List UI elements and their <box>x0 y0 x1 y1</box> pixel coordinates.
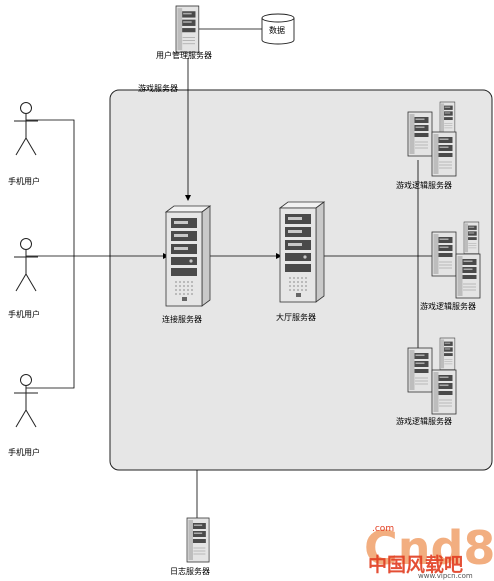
server-icon <box>463 221 480 255</box>
server-icon <box>439 101 456 135</box>
server-icon <box>407 347 433 393</box>
database-icon <box>261 13 295 45</box>
logic-server-3-label: 游戏逻辑服务器 <box>396 416 452 426</box>
server-icon <box>431 231 457 277</box>
mobile-user-3-icon <box>13 374 39 428</box>
game-cluster-label: 游戏服务器 <box>138 83 178 93</box>
watermark-cn-text: 中国风载吧 <box>368 553 463 576</box>
server-icon <box>455 253 481 299</box>
mobile-user-2-label: 手机用户 <box>8 309 40 319</box>
server-icon <box>407 111 433 157</box>
server-icon <box>431 369 457 415</box>
lobby-server-icon <box>279 201 325 303</box>
user-mgmt-server-label: 用户管理服务器 <box>156 50 212 60</box>
log-server-icon <box>186 517 210 563</box>
mobile-user-3-label: 手机用户 <box>8 447 40 457</box>
server-icon <box>439 337 456 371</box>
logic-server-2-label: 游戏逻辑服务器 <box>420 301 476 311</box>
logic-server-1-label: 游戏逻辑服务器 <box>396 180 452 190</box>
watermark: Cnd8 .com 中国风载吧 www.vipcn.com <box>364 521 494 580</box>
connection-lines <box>26 28 434 518</box>
mobile-user-1-label: 手机用户 <box>8 176 40 186</box>
log-server-label: 日志服务器 <box>170 566 210 576</box>
mobile-user-1-icon <box>13 102 39 156</box>
connect-server-label: 连接服务器 <box>162 314 202 324</box>
server-icon <box>431 131 457 177</box>
database-label: 数据 <box>269 25 285 35</box>
lobby-server-label: 大厅服务器 <box>276 312 316 322</box>
user-mgmt-server-icon <box>175 5 200 53</box>
watermark-brand: Cnd8 <box>364 521 494 575</box>
mobile-user-2-icon <box>13 238 39 292</box>
watermark-url: www.vipcn.com <box>418 572 473 580</box>
connect-server-icon <box>165 205 211 307</box>
watermark-com: .com <box>372 524 394 534</box>
